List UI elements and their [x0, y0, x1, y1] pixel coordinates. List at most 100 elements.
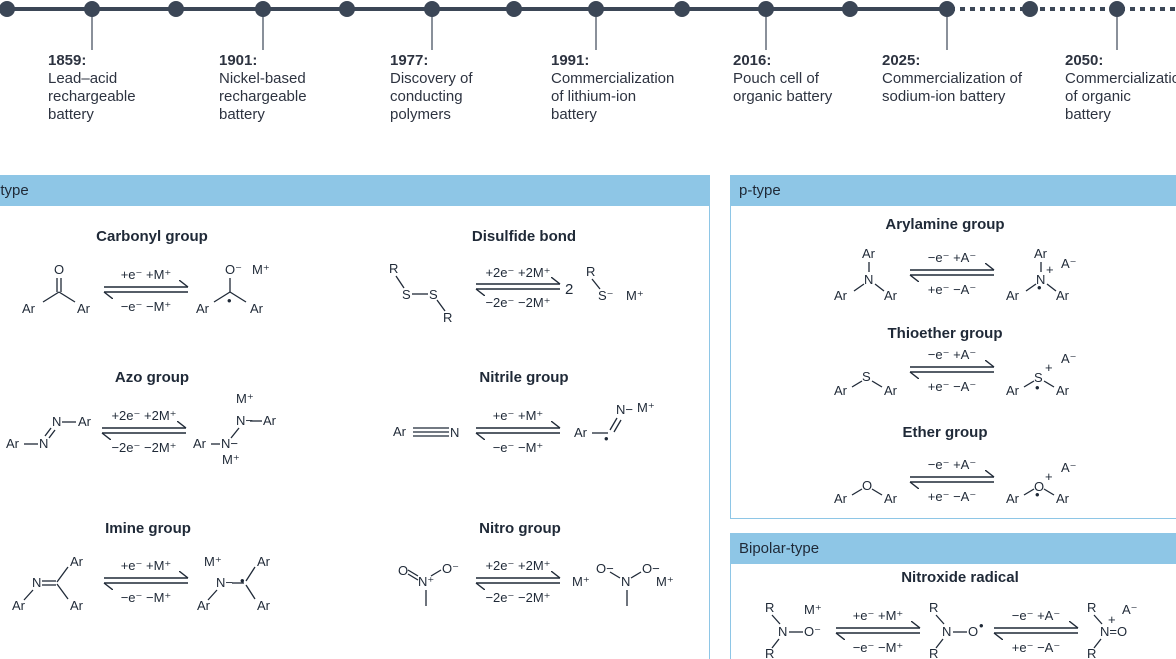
timeline-event-2016: 2016: Pouch cell of organic battery	[733, 52, 832, 106]
atom-ar: Ar	[1006, 491, 1020, 506]
atom-ar: Ar	[6, 436, 20, 451]
atom-ar: Ar	[1006, 288, 1020, 303]
atom-n: N	[39, 436, 48, 451]
event-year: 2016:	[733, 52, 772, 69]
atom-ar: Ar	[884, 491, 898, 506]
radical-dot: •	[1035, 380, 1040, 395]
event-year: 1991:	[551, 52, 590, 69]
atom-ar: Ar	[834, 288, 848, 303]
ion-m: M⁺	[572, 574, 590, 589]
imine-reverse-condition: −e⁻ −M⁺	[121, 590, 172, 605]
nitroxide-title: Nitroxide radical	[901, 569, 1019, 586]
atom-n: N	[450, 425, 459, 440]
ptype-panel: p-type	[730, 175, 1176, 519]
ion-m: M⁺	[626, 288, 644, 303]
atom-o-minus: O⁻	[804, 624, 821, 639]
ion-a: A⁻	[1122, 602, 1138, 617]
event-description: Commercialization of organic battery	[1065, 70, 1176, 123]
ion-m: M⁺	[656, 574, 674, 589]
event-description: Commercialization of sodium-ion battery	[882, 70, 1023, 105]
radical-dot: •	[979, 618, 984, 633]
atom-r: R	[929, 646, 938, 658]
nitrile-reverse-condition: −e⁻ −M⁺	[493, 440, 544, 455]
thioether-title: Thioether group	[888, 325, 1003, 342]
nitroxide-scheme: Nitroxide radical R N R O⁻ M⁺ +e⁻ +M⁺ −e…	[765, 569, 1138, 658]
event-description: Commercialization of lithium-ion battery	[551, 70, 675, 123]
ion-a: A⁻	[1061, 351, 1077, 366]
atom-ar: Ar	[393, 424, 407, 439]
azo-forward-condition: +2e⁻ +2M⁺	[111, 408, 176, 423]
timeline-event-1901: 1901: Nickel-based rechargeable battery	[219, 52, 307, 124]
imine-forward-condition: +e⁻ +M⁺	[121, 558, 172, 573]
ether-forward-condition: −e⁻ +A⁻	[928, 457, 976, 472]
atom-r: R	[389, 261, 398, 276]
nitro-scheme: Nitro group O N⁺ O⁻ +2e⁻ +2M⁺ −2e⁻ −2M⁺ …	[398, 520, 674, 606]
atom-n: N	[942, 624, 951, 639]
atom-ar: Ar	[77, 301, 91, 316]
atom-ar: Ar	[263, 413, 277, 428]
timeline-dot	[842, 1, 858, 17]
atom-o-minus: O−	[642, 561, 660, 576]
event-description: Nickel-based rechargeable battery	[219, 70, 307, 123]
atom-o: O	[968, 624, 978, 639]
carbonyl-forward-condition: +e⁻ +M⁺	[121, 267, 172, 282]
atom-r: R	[929, 600, 938, 615]
atom-ar: Ar	[862, 246, 876, 261]
atom-r: R	[1087, 646, 1096, 658]
charge-plus: +	[1108, 612, 1116, 627]
radical-dot: •	[1035, 487, 1040, 502]
carbonyl-reverse-condition: −e⁻ −M⁺	[121, 299, 172, 314]
timeline-event-1991: 1991: Commercialization of lithium-ion b…	[551, 52, 674, 124]
atom-ar: Ar	[1056, 383, 1070, 398]
timeline-event-1977: 1977: Discovery of conducting polymers	[390, 52, 473, 124]
ether-title: Ether group	[903, 424, 988, 441]
ion-a: A⁻	[1061, 460, 1077, 475]
nitro-title: Nitro group	[479, 520, 561, 537]
bipolar-panel: Bipolar-type	[730, 533, 1176, 659]
timeline-dot	[674, 1, 690, 17]
event-year: 2050:	[1065, 52, 1104, 69]
timeline-event-2025: 2025: Commercialization of sodium-ion ba…	[882, 52, 1022, 106]
atom-ar: Ar	[196, 301, 210, 316]
atom-s: S	[1034, 370, 1043, 385]
atom-ar: Ar	[574, 425, 588, 440]
ntype-panel-header: n-type	[0, 176, 709, 206]
atom-n-oxo: N=O	[1100, 624, 1127, 639]
atom-r: R	[1087, 600, 1096, 615]
disulfide-title: Disulfide bond	[472, 228, 576, 245]
timeline-event-1859: 1859: Lead–acid rechargeable battery	[48, 52, 136, 124]
nitrile-forward-condition: +e⁻ +M⁺	[493, 408, 544, 423]
ether-scheme: Ether group Ar O Ar −e⁻ +A⁻ +e⁻ −A⁻ Ar O…	[834, 424, 1077, 506]
atom-n: N	[1036, 272, 1045, 287]
ptype-panel-title: p-type	[739, 182, 781, 199]
atom-o-minus: O⁻	[225, 262, 242, 277]
timeline-dot	[0, 1, 15, 17]
event-description: Discovery of conducting polymers	[390, 70, 473, 123]
nitroxide-reverse-condition-1: −e⁻ −M⁺	[853, 640, 904, 655]
atom-n: N	[32, 575, 41, 590]
arylamine-reverse-condition: +e⁻ −A⁻	[928, 282, 976, 297]
atom-ar: Ar	[834, 383, 848, 398]
ptype-panel-header: p-type	[731, 176, 1176, 206]
atom-ar: Ar	[78, 414, 92, 429]
atom-r: R	[586, 264, 595, 279]
event-year: 1901:	[219, 52, 258, 69]
thioether-scheme: Thioether group Ar S Ar −e⁻ +A⁻ +e⁻ −A⁻ …	[834, 325, 1077, 398]
timeline-dot	[506, 1, 522, 17]
atom-ar: Ar	[884, 383, 898, 398]
timeline-dot	[168, 1, 184, 17]
bipolar-panel-header: Bipolar-type	[731, 534, 1176, 564]
nitroxide-reverse-condition-2: +e⁻ −A⁻	[1012, 640, 1060, 655]
atom-o: O	[862, 478, 872, 493]
nitrile-scheme: Nitrile group Ar N +e⁻ +M⁺ −e⁻ −M⁺ Ar • …	[393, 369, 655, 455]
atom-ar: Ar	[1034, 246, 1048, 261]
event-year: 1977:	[390, 52, 429, 69]
nitro-forward-condition: +2e⁻ +2M⁺	[485, 558, 550, 573]
radical-dot: •	[240, 573, 245, 588]
disulfide-reverse-condition: −2e⁻ −2M⁺	[485, 295, 550, 310]
atom-ar: Ar	[22, 301, 36, 316]
ntype-panel-title: n-type	[0, 182, 29, 199]
atom-ar: Ar	[834, 491, 848, 506]
azo-reverse-condition: −2e⁻ −2M⁺	[111, 440, 176, 455]
